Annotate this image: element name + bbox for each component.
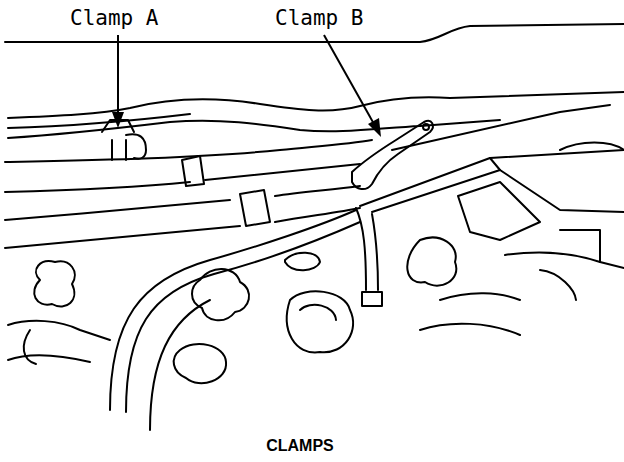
part-label: Clamp A: [70, 8, 159, 29]
part-label: Clamp B: [275, 8, 364, 29]
figure-caption: CLAMPS: [266, 438, 334, 454]
